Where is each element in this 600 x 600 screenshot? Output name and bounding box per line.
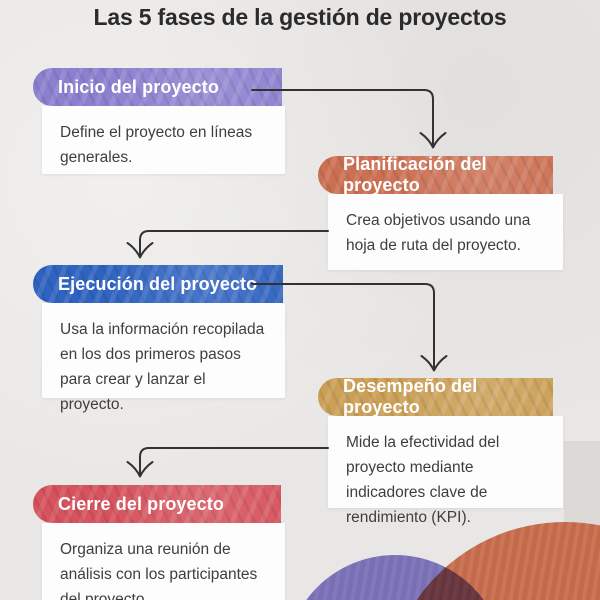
arrowhead-down-icon <box>419 132 447 149</box>
phase-header-inicio: Inicio del proyecto <box>33 68 282 106</box>
phase-body-planificacion: Crea objetivos usando una hoja de ruta d… <box>328 194 563 270</box>
arrow-desempeno-to-cierre <box>139 447 329 476</box>
phase-body-ejecucion: Usa la información recopilada en los dos… <box>42 303 285 413</box>
phase-description: Usa la información recopilada en los dos… <box>60 321 265 413</box>
phase-header-desempeno: Desempeño del proyecto <box>318 378 553 416</box>
phase-body-cierre: Organiza una reunión de análisis con los… <box>42 523 285 600</box>
phase-title: Ejecución del proyecto <box>58 273 258 294</box>
page-title: Las 5 fases de la gestión de proyectos <box>93 4 507 30</box>
phase-body-desempeno: Mide la efectividad del proyecto mediant… <box>328 416 563 526</box>
phase-header-ejecucion: Ejecución del proyecto <box>33 265 283 303</box>
phase-description: Define el proyecto en líneas generales. <box>60 124 253 166</box>
phase-header-cierre: Cierre del proyecto <box>33 485 281 523</box>
phase-header-planificacion: Planificación del proyecto <box>318 156 553 194</box>
arrow-planificacion-to-ejecucion <box>139 230 329 257</box>
phase-description: Crea objetivos usando una hoja de ruta d… <box>346 212 531 254</box>
decor-circle-purple <box>285 555 505 600</box>
phase-description: Mide la efectividad del proyecto mediant… <box>346 434 500 526</box>
phase-title: Inicio del proyecto <box>58 76 219 97</box>
arrowhead-down-icon <box>126 242 154 259</box>
phase-title: Desempeño del proyecto <box>343 378 478 416</box>
arrowhead-down-icon <box>126 461 154 478</box>
phase-description: Organiza una reunión de análisis con los… <box>60 541 258 600</box>
phase-title: Planificación del proyecto <box>343 156 487 194</box>
phase-body-inicio: Define el proyecto en líneas generales. <box>42 106 285 174</box>
arrowhead-down-icon <box>420 355 448 372</box>
phase-title: Cierre del proyecto <box>58 493 224 514</box>
